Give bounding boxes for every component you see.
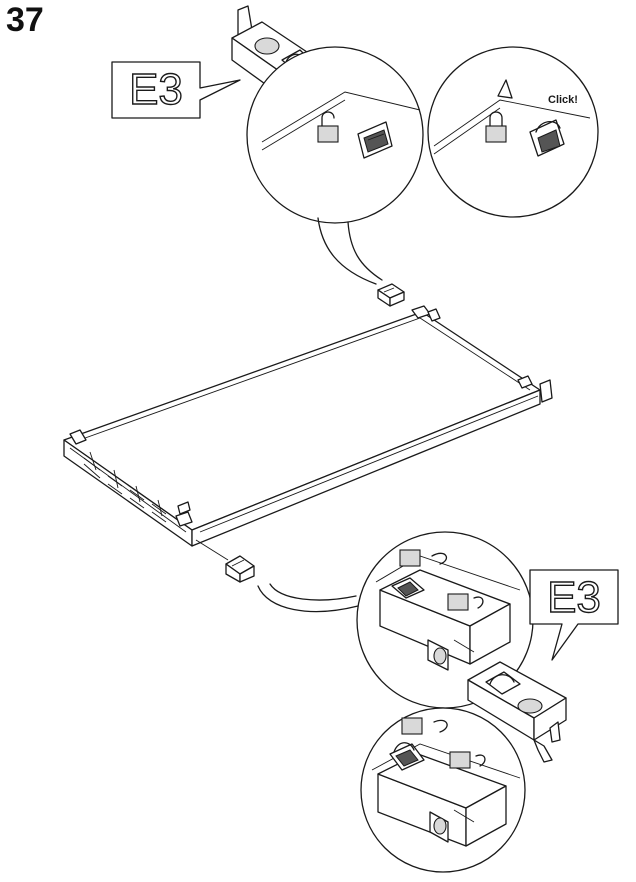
detail-circle-locked: Click! (427, 46, 599, 218)
detail-circle-insert (356, 531, 534, 709)
slot-open (357, 121, 393, 159)
shelf-panel (63, 305, 553, 547)
part-label-top-text: E3 (129, 65, 183, 114)
detail-circle-inserted (360, 707, 526, 873)
detail-circle-unlocked (246, 46, 424, 224)
part-label-top: E3 (111, 61, 241, 119)
clip-small-bottom (225, 555, 255, 583)
clip-part-bottom (467, 661, 567, 763)
callout-tail-bottom (257, 583, 359, 613)
lock-icon (485, 111, 507, 143)
part-label-bottom: E3 (529, 569, 619, 661)
unlock-icon (317, 111, 339, 143)
clip-seated (389, 742, 425, 771)
guide-line (195, 539, 229, 561)
part-label-bottom-text: E3 (547, 573, 601, 622)
clip-engaged (529, 119, 565, 157)
clip-small-top (377, 283, 405, 307)
click-label: Click! (548, 94, 578, 106)
step-number: 37 (6, 1, 44, 39)
callout-tail-top (317, 217, 383, 285)
